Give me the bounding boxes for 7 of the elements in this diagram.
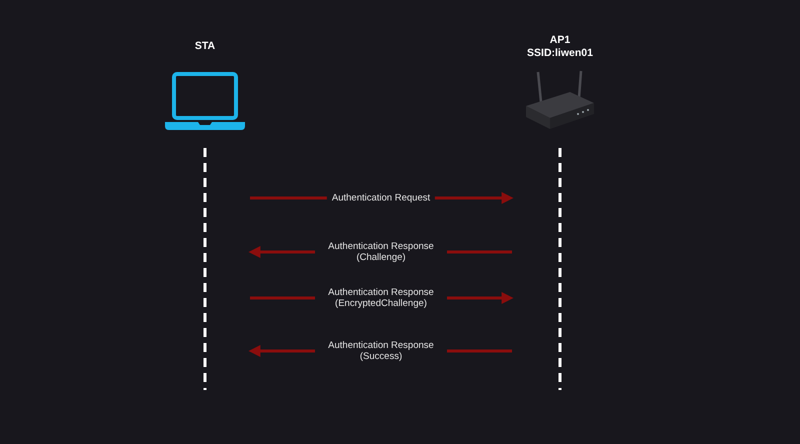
edge-label: Authentication Request xyxy=(326,192,436,204)
edge-label: Authentication Response (Challenge) xyxy=(315,240,447,264)
participant-name: AP1 xyxy=(550,34,570,47)
edge-label: Authentication Response (Success) xyxy=(315,339,447,363)
edge-label: Authentication Response (EncryptedChallenge) xyxy=(315,286,447,310)
participant-detail: SSID:liwen01 xyxy=(527,47,593,60)
participant-name: STA xyxy=(194,40,216,53)
